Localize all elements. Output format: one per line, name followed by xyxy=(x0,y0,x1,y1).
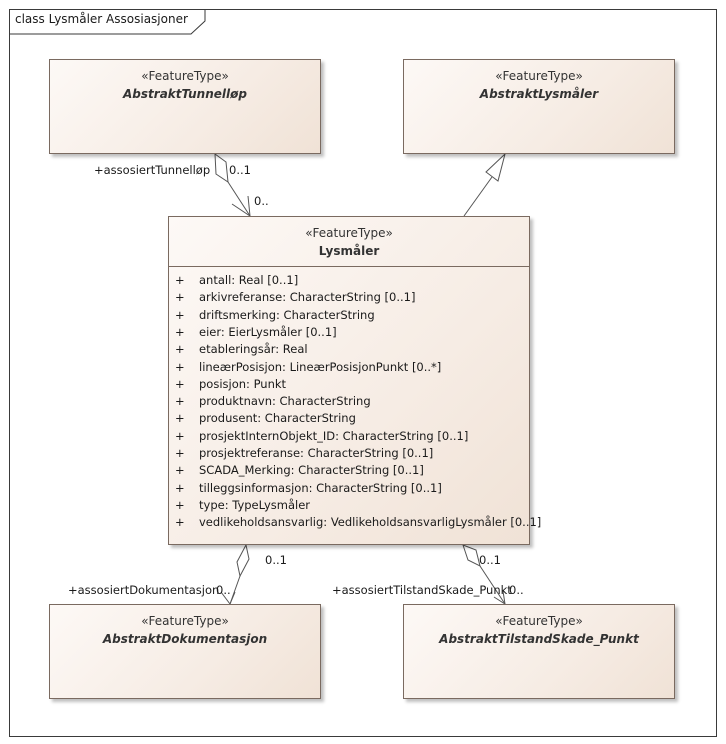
class-abstrakt-lysmaaler[interactable]: «FeatureType» AbstraktLysmåler xyxy=(403,59,675,154)
multiplicity-tunnel-source: 0.. xyxy=(254,194,269,208)
role-label-tunnel: +assosiertTunnelløp xyxy=(94,163,211,177)
class-name: Lysmåler xyxy=(318,244,380,258)
frame-tab xyxy=(9,9,206,35)
association-tilstand xyxy=(462,544,506,606)
class-name: AbstraktTunnelløp xyxy=(123,87,247,101)
class-name: AbstraktLysmåler xyxy=(479,87,599,101)
stereotype-label: «FeatureType» xyxy=(495,614,583,628)
class-lysmaaler[interactable]: «FeatureType» Lysmåler +antall: Real [0.… xyxy=(168,216,541,545)
class-abstrakt-tilstandskade-punkt[interactable]: «FeatureType» AbstraktTilstandSkade_Punk… xyxy=(403,604,675,699)
multiplicity-tilstand-source: 0..1 xyxy=(479,553,501,567)
role-label-tilstand: +assosiertTilstandSkade_Punkt xyxy=(332,583,512,597)
arrowhead xyxy=(231,195,251,218)
multiplicity-dokumentasjon-target: 0.. xyxy=(216,583,231,597)
diagram-title: class Lysmåler Assosiasjoner xyxy=(15,12,188,26)
generalization-lysmaaler xyxy=(463,152,506,217)
multiplicity-tunnel-target: 0..1 xyxy=(229,163,251,177)
class-abstrakt-tunnellop[interactable]: «FeatureType» AbstraktTunnelløp xyxy=(49,59,321,154)
class-abstrakt-dokumentasjon[interactable]: «FeatureType» AbstraktDokumentasjon xyxy=(49,604,321,699)
generalization-triangle xyxy=(485,152,506,182)
association-dokumentasjon xyxy=(220,543,250,605)
aggregation-diamond xyxy=(462,544,481,567)
multiplicity-tilstand-target: 0.. xyxy=(509,583,524,597)
role-label-dokumentasjon: +assosiertDokumentasjon xyxy=(68,583,220,597)
class-name: AbstraktDokumentasjon xyxy=(102,632,268,646)
class-name: AbstraktTilstandSkade_Punkt xyxy=(439,632,639,646)
stereotype-label: «FeatureType» xyxy=(141,614,229,628)
aggregation-diamond xyxy=(236,543,250,578)
attribute-compartment-divider xyxy=(169,266,529,267)
aggregation-diamond xyxy=(214,152,229,184)
stereotype-label: «FeatureType» xyxy=(141,69,229,83)
stereotype-label: «FeatureType» xyxy=(305,226,393,240)
multiplicity-dokumentasjon-source: 0..1 xyxy=(265,553,287,567)
stereotype-label: «FeatureType» xyxy=(495,69,583,83)
